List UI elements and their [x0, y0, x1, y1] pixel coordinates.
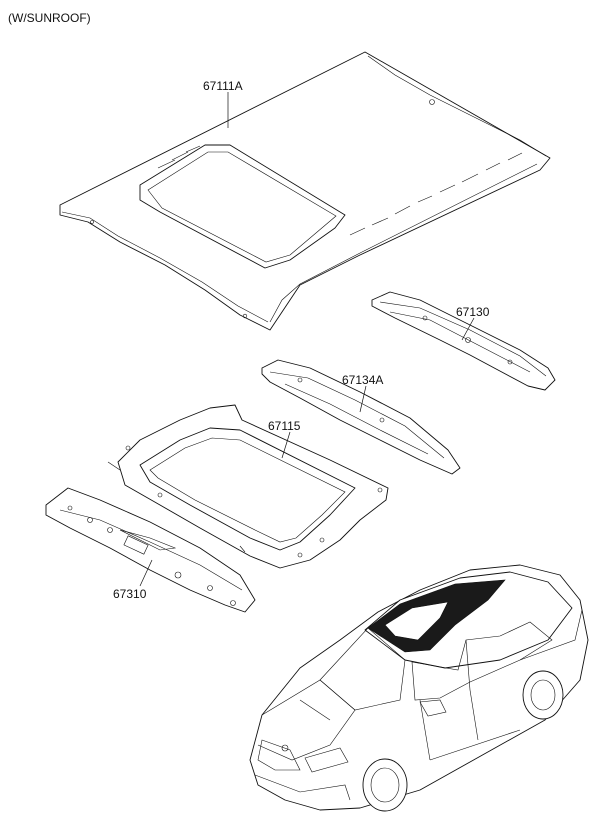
roof-panel[interactable] [59, 51, 551, 331]
leader-line-sunroof-frame [281, 431, 291, 459]
part-label-center-rail[interactable]: 67134A [342, 373, 383, 387]
part-label-rear-rail[interactable]: 67130 [456, 305, 490, 319]
part-label-front-rail[interactable]: 67310 [113, 587, 147, 601]
part-label-sunroof-frame[interactable]: 67115 [268, 419, 301, 433]
diagram-title: (W/SUNROOF) [8, 11, 91, 25]
leader-line-front-rail [139, 559, 153, 587]
front-rail[interactable] [45, 487, 256, 613]
leader-line-center-rail [359, 385, 367, 413]
car-illustration [249, 564, 589, 812]
sunroof-frame[interactable] [107, 404, 389, 569]
part-label-roof-panel[interactable]: 67111A [203, 79, 243, 93]
center-rail[interactable] [261, 359, 461, 475]
rear-rail[interactable] [371, 291, 556, 391]
leader-line-rear-rail [461, 317, 475, 341]
